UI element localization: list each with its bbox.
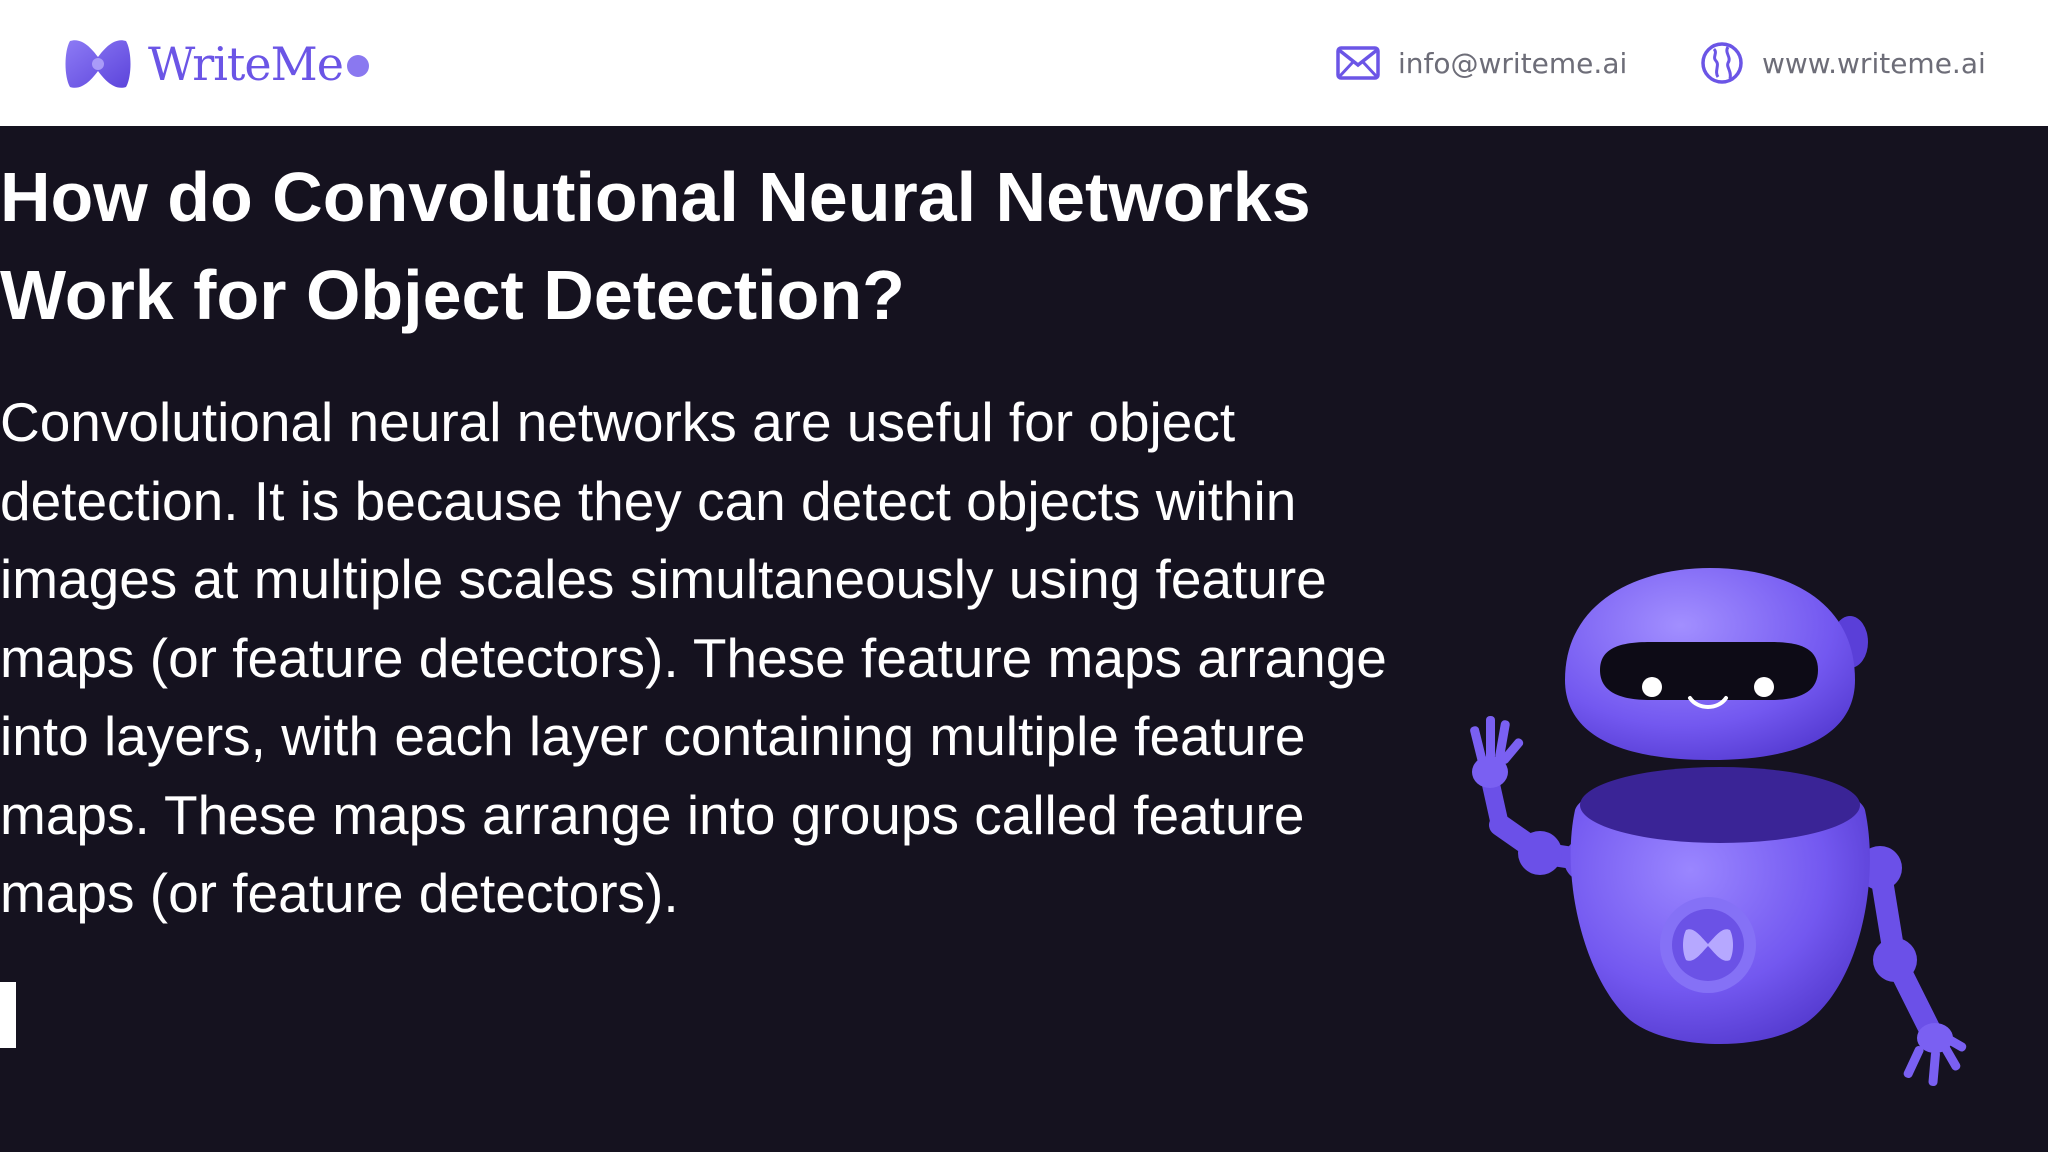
slide-title: How do Convolutional Neural Networks Wor…	[0, 158, 1311, 334]
website-contact[interactable]: www.writeme.ai	[1700, 40, 1986, 86]
text-cursor	[0, 982, 16, 1048]
robot-mascot-illustration	[1470, 568, 1967, 1087]
brand-logo[interactable]: WriteMe	[64, 34, 369, 94]
email-text: info@writeme.ai	[1398, 46, 1628, 80]
writeme-logo-icon	[65, 40, 131, 88]
globe-icon	[1701, 42, 1743, 84]
header-bar: WriteMe info@writeme.ai www.writeme.ai	[0, 0, 2048, 126]
brand-name: WriteMe	[148, 37, 344, 91]
website-text: www.writeme.ai	[1762, 46, 1986, 80]
slide-body-text: Convolutional neural networks are useful…	[0, 391, 1387, 924]
email-contact[interactable]: info@writeme.ai	[1336, 40, 1627, 86]
envelope-icon	[1336, 46, 1380, 80]
brand-dot-icon	[346, 55, 369, 77]
